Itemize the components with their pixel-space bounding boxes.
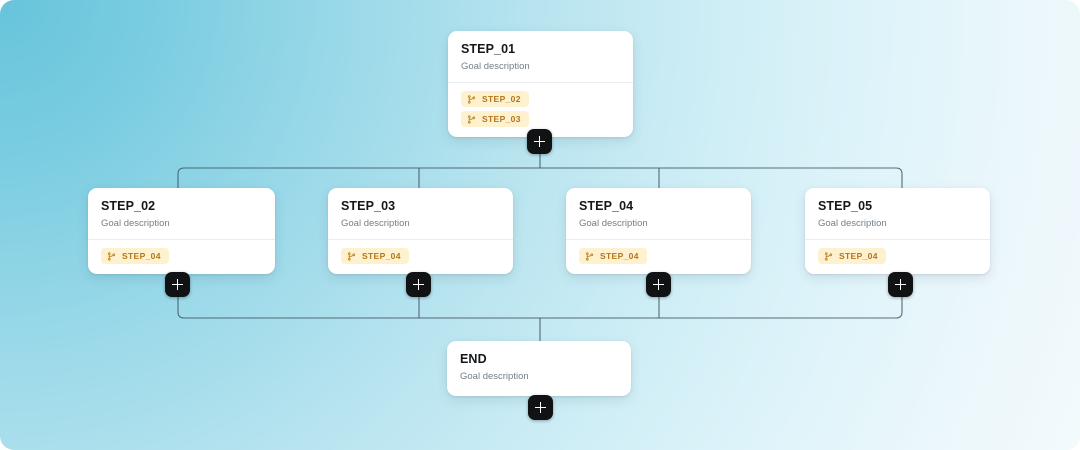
add-node-button-step-03[interactable] xyxy=(406,272,431,297)
add-node-button-end[interactable] xyxy=(528,395,553,420)
node-description: Goal description xyxy=(818,218,887,229)
node-badge-list: STEP_04 xyxy=(579,248,738,264)
node-description: Goal description xyxy=(101,218,170,229)
badge-label: STEP_04 xyxy=(600,251,639,261)
node-end[interactable]: END Goal description xyxy=(447,341,631,396)
badge-step-04[interactable]: STEP_04 xyxy=(101,248,169,264)
node-badge-list: STEP_02 STEP_03 xyxy=(461,91,620,127)
node-divider xyxy=(328,239,513,240)
node-title: STEP_03 xyxy=(341,199,396,213)
node-divider xyxy=(566,239,751,240)
node-step-05[interactable]: STEP_05 Goal description STEP_04 xyxy=(805,188,990,274)
node-badge-list: STEP_04 xyxy=(818,248,977,264)
git-branch-icon xyxy=(107,251,116,261)
badge-step-03[interactable]: STEP_03 xyxy=(461,111,529,127)
node-step-04[interactable]: STEP_04 Goal description STEP_04 xyxy=(566,188,751,274)
node-step-01[interactable]: STEP_01 Goal description STEP_02 STEP_03 xyxy=(448,31,633,137)
node-divider xyxy=(805,239,990,240)
badge-label: STEP_04 xyxy=(122,251,161,261)
badge-label: STEP_03 xyxy=(482,114,521,124)
node-title: STEP_04 xyxy=(579,199,634,213)
badge-label: STEP_04 xyxy=(362,251,401,261)
add-node-button-step-02[interactable] xyxy=(165,272,190,297)
node-badge-list: STEP_04 xyxy=(341,248,500,264)
badge-label: STEP_04 xyxy=(839,251,878,261)
badge-step-04[interactable]: STEP_04 xyxy=(341,248,409,264)
node-description: Goal description xyxy=(579,218,648,229)
node-title: STEP_02 xyxy=(101,199,156,213)
node-step-03[interactable]: STEP_03 Goal description STEP_04 xyxy=(328,188,513,274)
badge-label: STEP_02 xyxy=(482,94,521,104)
add-node-button-step-01[interactable] xyxy=(527,129,552,154)
node-description: Goal description xyxy=(461,61,530,72)
git-branch-icon xyxy=(824,251,833,261)
node-badge-list: STEP_04 xyxy=(101,248,262,264)
node-title: STEP_01 xyxy=(461,42,516,56)
badge-step-04[interactable]: STEP_04 xyxy=(579,248,647,264)
git-branch-icon xyxy=(467,114,476,124)
badge-step-04[interactable]: STEP_04 xyxy=(818,248,886,264)
node-title: END xyxy=(460,352,487,366)
node-step-02[interactable]: STEP_02 Goal description STEP_04 xyxy=(88,188,275,274)
badge-step-02[interactable]: STEP_02 xyxy=(461,91,529,107)
node-description: Goal description xyxy=(341,218,410,229)
git-branch-icon xyxy=(347,251,356,261)
node-divider xyxy=(448,82,633,83)
node-title: STEP_05 xyxy=(818,199,873,213)
node-description: Goal description xyxy=(460,371,529,382)
add-node-button-step-05[interactable] xyxy=(888,272,913,297)
add-node-button-step-04[interactable] xyxy=(646,272,671,297)
git-branch-icon xyxy=(585,251,594,261)
node-divider xyxy=(88,239,275,240)
git-branch-icon xyxy=(467,94,476,104)
